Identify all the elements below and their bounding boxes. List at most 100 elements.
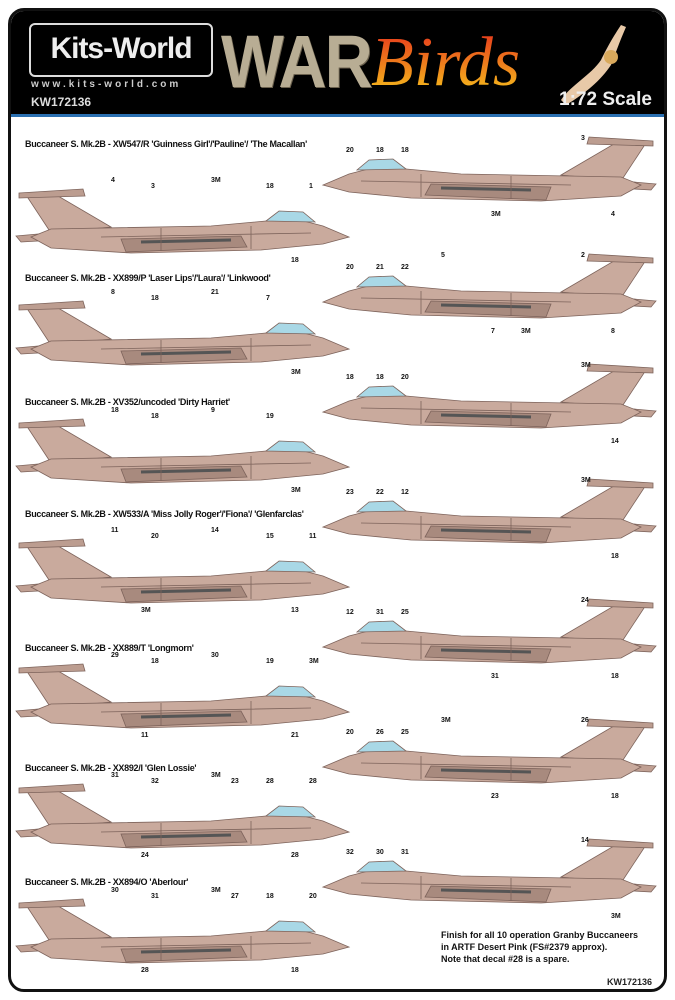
header: Kits-World www.kits-world.com KW172136 W… bbox=[11, 11, 664, 117]
callout-number: 18 bbox=[291, 967, 299, 974]
callout-number: 18 bbox=[376, 374, 384, 381]
callout-number: 23 bbox=[491, 793, 499, 800]
scheme-caption: Buccaneer S. Mk.2B - XX899/P 'Laser Lips… bbox=[25, 273, 271, 283]
callout-number: 3M bbox=[211, 887, 221, 894]
scheme-caption: Buccaneer S. Mk.2B - XW533/A 'Miss Jolly… bbox=[25, 509, 304, 519]
note-line: Note that decal #28 is a spare. bbox=[441, 954, 570, 964]
callout-number: 32 bbox=[346, 849, 354, 856]
callout-number: 30 bbox=[111, 887, 119, 894]
callout-number: 8 bbox=[111, 289, 115, 296]
callout-number: 3M bbox=[309, 658, 319, 665]
callout-number: 18 bbox=[611, 673, 619, 680]
callout-number: 11 bbox=[141, 732, 149, 739]
callout-number: 18 bbox=[611, 553, 619, 560]
callout-number: 24 bbox=[581, 597, 589, 604]
aircraft-profile-right: 20 18 18 4 3 3M bbox=[321, 129, 661, 219]
callout-number: 9 bbox=[211, 407, 215, 414]
callout-number: 31 bbox=[401, 849, 409, 856]
callout-number: 3M bbox=[491, 211, 501, 218]
callout-number: 21 bbox=[291, 732, 299, 739]
footer-code: KW172136 bbox=[606, 977, 652, 987]
callout-number: 18 bbox=[346, 374, 354, 381]
callout-number: 1 bbox=[309, 183, 313, 190]
title-war: WAR bbox=[221, 20, 373, 103]
callout-number: 18 bbox=[376, 147, 384, 154]
callout-number: 3M bbox=[211, 772, 221, 779]
callout-number: 11 bbox=[309, 533, 317, 540]
callout-number: 7 bbox=[266, 295, 270, 302]
callout-number: 30 bbox=[211, 652, 219, 659]
pinup-figure-icon bbox=[561, 25, 626, 105]
callout-number: 18 bbox=[611, 793, 619, 800]
callout-number: 14 bbox=[211, 527, 219, 534]
callout-number: 23 bbox=[346, 489, 354, 496]
callout-number: 25 bbox=[401, 609, 409, 616]
callout-number: 14 bbox=[581, 837, 589, 844]
callout-number: 3 bbox=[581, 135, 585, 142]
callout-number: 28 bbox=[309, 778, 317, 785]
brand-url: www.kits-world.com bbox=[31, 79, 182, 90]
aircraft-profile-left: 8 18 21 7 3M bbox=[11, 289, 351, 383]
callout-number: 2 bbox=[581, 252, 585, 259]
callout-number: 15 bbox=[266, 533, 274, 540]
scheme-caption: Buccaneer S. Mk.2B - XV352/uncoded 'Dirt… bbox=[25, 397, 230, 407]
callout-number: 3M bbox=[141, 607, 151, 614]
callout-number: 4 bbox=[611, 211, 615, 218]
callout-number: 14 bbox=[611, 438, 619, 445]
callout-number: 18 bbox=[111, 407, 119, 414]
callout-number: 21 bbox=[376, 264, 384, 271]
scheme-caption: Buccaneer S. Mk.2B - XW547/R 'Guinness G… bbox=[25, 139, 307, 149]
callout-number: 3M bbox=[581, 362, 591, 369]
callout-number: 28 bbox=[291, 852, 299, 859]
callout-number: 26 bbox=[581, 717, 589, 724]
callout-number: 4 bbox=[111, 177, 115, 184]
callout-number: 18 bbox=[401, 147, 409, 154]
title-birds: Birds bbox=[371, 24, 521, 101]
callout-number: 31 bbox=[111, 772, 119, 779]
callout-number: 18 bbox=[151, 413, 159, 420]
callout-number: 31 bbox=[491, 673, 499, 680]
callout-number: 20 bbox=[346, 147, 354, 154]
callout-number: 8 bbox=[611, 328, 615, 335]
callout-number: 19 bbox=[266, 413, 274, 420]
callout-number: 25 bbox=[401, 729, 409, 736]
callout-number: 22 bbox=[376, 489, 384, 496]
callout-number: 28 bbox=[266, 778, 274, 785]
callout-number: 22 bbox=[401, 264, 409, 271]
callout-number: 3M bbox=[441, 717, 451, 724]
callout-number: 3 bbox=[151, 183, 155, 190]
callout-number: 23 bbox=[231, 778, 239, 785]
callout-number: 18 bbox=[266, 893, 274, 900]
callout-number: 11 bbox=[111, 527, 119, 534]
note-line: in ARTF Desert Pink (FS#2379 approx). bbox=[441, 942, 608, 952]
callout-number: 18 bbox=[266, 183, 274, 190]
decal-sheet: Kits-World www.kits-world.com KW172136 W… bbox=[8, 8, 667, 992]
callout-number: 19 bbox=[266, 658, 274, 665]
callout-number: 18 bbox=[151, 658, 159, 665]
callout-number: 18 bbox=[291, 257, 299, 264]
callout-number: 29 bbox=[111, 652, 119, 659]
scale-label: 1:72 Scale bbox=[559, 89, 652, 110]
finish-note: Finish for all 10 operation Granby Bucca… bbox=[441, 929, 638, 965]
scheme-caption: Buccaneer S. Mk.2B - XX889/T 'Longmorn' bbox=[25, 643, 194, 653]
scheme-caption: Buccaneer S. Mk.2B - XX892/I 'Glen Lossi… bbox=[25, 763, 197, 773]
brand-logo: Kits-World bbox=[29, 23, 213, 77]
callout-number: 26 bbox=[376, 729, 384, 736]
callout-number: 3M bbox=[291, 369, 301, 376]
callout-number: 28 bbox=[141, 967, 149, 974]
callout-number: 3M bbox=[521, 328, 531, 335]
note-line: Finish for all 10 operation Granby Bucca… bbox=[441, 930, 639, 940]
callout-number: 21 bbox=[211, 289, 219, 296]
callout-number: 31 bbox=[151, 893, 159, 900]
callout-number: 27 bbox=[231, 893, 239, 900]
callout-number: 3M bbox=[581, 477, 591, 484]
